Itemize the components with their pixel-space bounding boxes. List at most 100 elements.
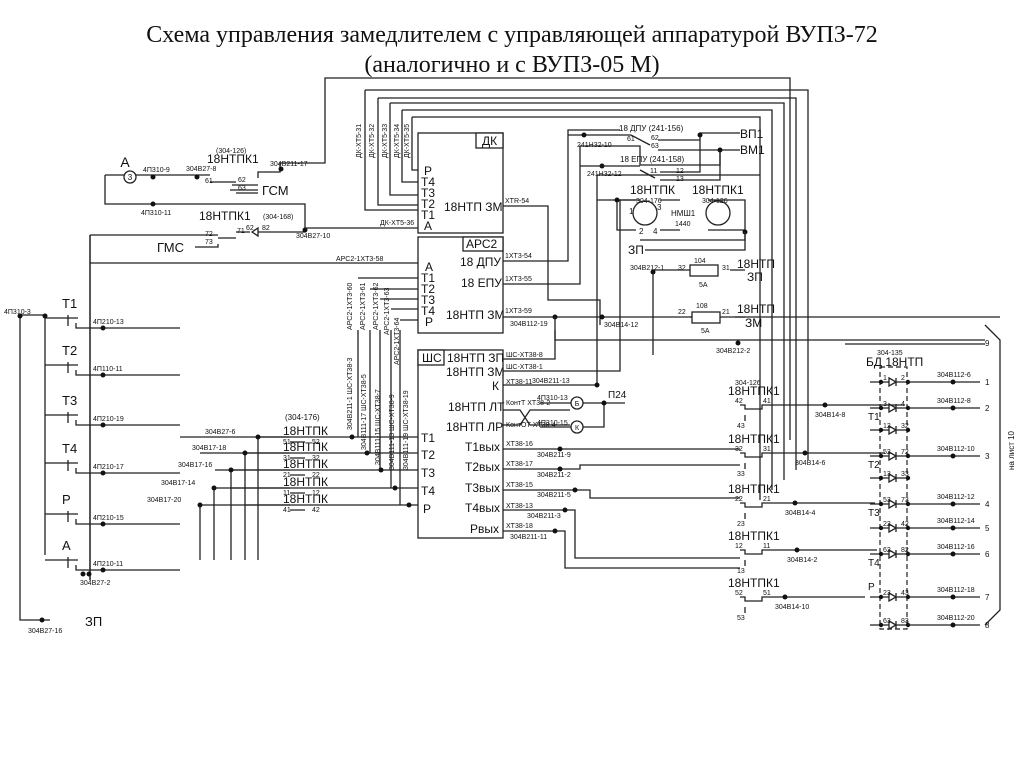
switch-label: Т4 — [62, 441, 77, 456]
motor-circuit: 18НТПК 304-176 18НТПК1 304-126 НМШ1 1440… — [597, 183, 748, 257]
node-label: 304В212-2 — [716, 348, 750, 355]
node-label: 304В211-9 — [537, 452, 571, 459]
contact-num: 11 — [763, 543, 770, 550]
ntpk1-contact — [740, 596, 865, 613]
wire-label: АРС2-1ХТ3-61 — [360, 283, 367, 330]
shs-out: Т3вых — [465, 481, 500, 495]
contact-num: 43 — [737, 423, 745, 430]
wire-label: ШС-ХТ38-1 — [506, 364, 543, 371]
node-label: 304В14-2 — [787, 557, 817, 564]
ntpk1-contact — [740, 502, 875, 519]
relay2-contact: 82 — [262, 225, 270, 232]
diode-pin: 83 — [901, 618, 909, 625]
node-dot — [878, 379, 884, 385]
contact-num: 21 — [283, 472, 291, 479]
node-dot — [878, 501, 884, 507]
wire-label: АРС2-1ХТ3-63 — [384, 288, 391, 335]
switch-contact-icon — [45, 412, 180, 426]
diode-pin: 73 — [901, 497, 909, 504]
ntpk-contact — [244, 452, 305, 560]
switch-node-label: 4П210-11 — [93, 561, 123, 568]
node-label: 4П310-3 — [4, 309, 31, 316]
arc2-pin: Т3 — [421, 293, 435, 307]
fuse-label: 18НТП — [737, 302, 775, 316]
wire-label: АРС2-1ХТ3-60 — [347, 283, 354, 330]
arc2-pin: Т1 — [421, 271, 435, 285]
node-label: 304В211-5 — [537, 492, 571, 499]
node-dot — [878, 427, 884, 433]
shs-out: 18НТП ЛТ — [448, 400, 505, 414]
contact-num: 13 — [676, 176, 684, 183]
diode-pin: 72 — [901, 449, 909, 456]
wire-label: 304В111-13 ШС-ХТ38-9 — [389, 394, 396, 470]
node-label: 304В112-19 — [510, 321, 548, 328]
node-dot — [100, 325, 106, 331]
fuse-104-icon — [689, 264, 719, 277]
wire-label: ХТ38-15 — [506, 482, 533, 489]
output-num: 6 — [985, 550, 990, 559]
contact-num: 31 — [763, 446, 771, 453]
dk-pin: Т1 — [421, 208, 435, 222]
ntpk-relay-name: 18НТПК — [283, 440, 328, 454]
contact-num: 22 — [312, 472, 320, 479]
bd-group-label: Т3 — [868, 508, 880, 519]
gsm-label: ГСМ — [262, 183, 289, 198]
contact-num: 33 — [737, 471, 745, 478]
wire-label: ХТ38-13 — [506, 503, 533, 510]
node-label: 304В14-10 — [775, 604, 809, 611]
pin-num: 31 — [722, 265, 730, 272]
node-dot — [150, 174, 156, 180]
contact-num: 12 — [676, 168, 684, 175]
diode-pin: 42 — [901, 521, 909, 528]
arc2-out: 18 ДПУ — [460, 255, 501, 269]
node-dot — [878, 551, 884, 557]
relay-b-label: Б — [575, 401, 580, 408]
shs-out: 18НТП ЗМ — [446, 365, 505, 379]
switch-label: А — [62, 538, 71, 553]
lamp-num: 3 — [128, 173, 133, 182]
ntpk-ref: (304-176) — [285, 413, 320, 422]
diode-pin: 4 — [901, 401, 905, 408]
zp-label: ЗП — [85, 614, 102, 629]
diode-icon — [888, 472, 898, 484]
dk-pin: Р — [424, 164, 432, 178]
node-label: 241Н32-10 — [577, 142, 612, 149]
switch-contact-icon — [45, 315, 180, 329]
ntpk-contact — [257, 436, 305, 560]
epu-label: 18 ЕПУ (241-158) — [620, 155, 685, 164]
node-label: 304В211-13 — [532, 378, 570, 385]
dk-pin: Т3 — [421, 186, 435, 200]
ntpk-relay-name: 18НТПК — [283, 475, 328, 489]
diode-icon — [888, 450, 898, 462]
dk-pin: А — [424, 219, 432, 233]
fuse-label: 18НТП — [737, 257, 775, 271]
motor-zp-label: ЗП — [628, 243, 644, 257]
ntpk-block: (304-176) — [285, 413, 320, 422]
dk-pin: Т2 — [421, 197, 435, 211]
bd-group-label: Т2 — [868, 460, 880, 471]
output-node-label: 304В112-6 — [937, 372, 971, 379]
node-label: 304В17-16 — [178, 462, 212, 469]
switch-node-label: 4П210-17 — [93, 464, 124, 471]
diode-pin: 32 — [901, 423, 909, 430]
switch-contact-icon — [45, 557, 180, 571]
wire-label: 304В111-19 ШС-ХТ38-19 — [403, 390, 410, 470]
relay-ref: 304-126 — [735, 380, 761, 387]
shs-pin: Т3 — [421, 466, 435, 480]
contact-num: 12 — [735, 543, 743, 550]
output-num: 2 — [985, 404, 990, 413]
node-dot — [211, 485, 217, 491]
node-label: 304В14-8 — [815, 412, 845, 419]
pin-num: 4 — [653, 227, 658, 236]
node-label: 304В17-20 — [147, 497, 181, 504]
wire-label: ХТ38-18 — [506, 523, 533, 530]
dpu-epu: 18 ДПУ (241-156) 241Н32-10 18 ЕПУ (241-1… — [568, 124, 765, 183]
diode-pin: 63 — [883, 618, 891, 625]
relay2-contact: 71 — [237, 228, 245, 235]
fuse-num: 104 — [694, 258, 706, 265]
node-label: 304В27-6 — [205, 429, 235, 436]
shs-out: К — [492, 379, 499, 393]
ntpk-relay-name: 18НТПК — [283, 457, 328, 471]
wire-label: 304В111-15 ШС-ХТ38-7 — [375, 389, 382, 465]
